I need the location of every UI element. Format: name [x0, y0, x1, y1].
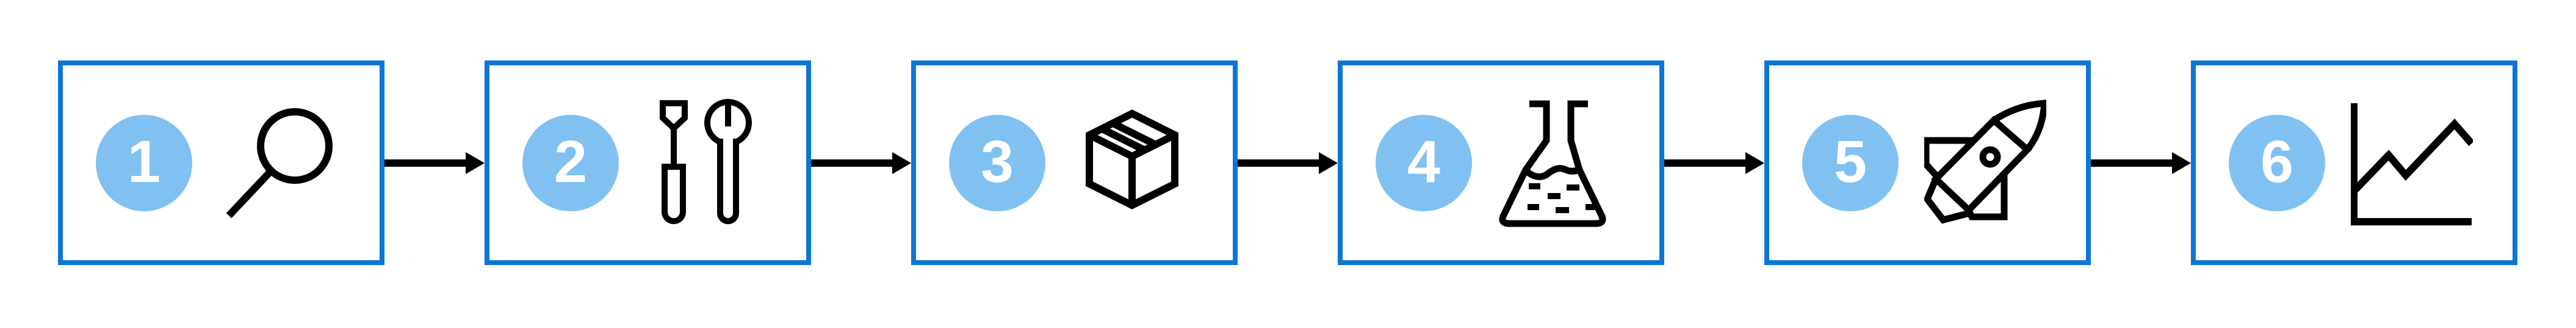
step-number: 3: [981, 128, 1014, 195]
step-number: 2: [554, 128, 587, 195]
flow-arrow: [811, 60, 911, 265]
step-number: 6: [2260, 128, 2293, 195]
screwdriver-wrench-icon: [644, 98, 767, 228]
process-flow-diagram: 1 2: [58, 60, 2517, 265]
magnifying-glass-icon: [218, 98, 340, 228]
flow-arrow: [384, 60, 485, 265]
step-number-circle: 2: [522, 114, 619, 211]
step-box-5: 5: [1764, 60, 2091, 265]
step-number: 1: [128, 128, 161, 195]
step-box-3: 3: [911, 60, 1238, 265]
step-box-1: 1: [58, 60, 384, 265]
flow-arrow: [1664, 60, 1764, 265]
step-number: 5: [1834, 128, 1867, 195]
step-box-2: 2: [485, 60, 811, 265]
step-number-circle: 4: [1376, 114, 1472, 211]
step-number-circle: 6: [2229, 114, 2325, 211]
step-number-circle: 3: [949, 114, 1045, 211]
rocket-icon: [1924, 98, 2046, 228]
package-box-icon: [1071, 98, 1193, 228]
step-box-6: 6: [2191, 60, 2517, 265]
step-number-circle: 1: [96, 114, 192, 211]
step-box-4: 4: [1338, 60, 1664, 265]
step-number: 4: [1407, 128, 1440, 195]
flow-arrow: [1238, 60, 1338, 265]
flask-icon: [1498, 98, 1620, 228]
step-number-circle: 5: [1802, 114, 1899, 211]
flow-arrow: [2091, 60, 2191, 265]
line-chart-icon: [2351, 98, 2473, 228]
